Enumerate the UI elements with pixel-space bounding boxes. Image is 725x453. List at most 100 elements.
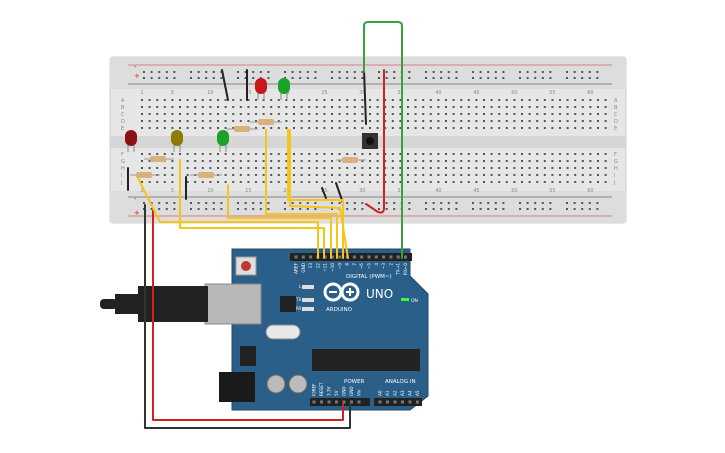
breadboard-hole [346,99,349,101]
dc-jack[interactable] [219,372,255,402]
rail-hole [331,202,333,204]
breadboard-hole [437,106,440,108]
digital-pin-socket[interactable] [294,255,298,259]
breadboard-hole [483,174,485,176]
breadboard-hole [429,167,432,169]
breadboard-hole [141,127,143,129]
power-pin-socket[interactable] [350,400,353,404]
breadboard-hole [581,153,584,155]
digital-pin-socket[interactable] [352,255,356,259]
breadboard-hole [498,174,501,176]
breadboard-hole [399,113,402,115]
breadboard-hole [262,167,265,169]
breadboard-hole [391,120,394,122]
analog-pin-socket[interactable] [416,400,419,404]
resistor-4[interactable] [130,172,160,178]
digital-pin-socket[interactable] [396,255,400,259]
power-pin-socket[interactable] [342,400,346,404]
digital-pin-socket[interactable] [389,255,393,259]
led-green-top[interactable] [278,78,290,100]
usb-port[interactable] [204,283,262,325]
power-pin-socket[interactable] [320,400,323,404]
resistor-1[interactable] [226,126,258,132]
led-red-left[interactable] [125,130,137,152]
analog-pin-socket[interactable] [408,400,412,404]
breadboard-hole [475,127,478,129]
rail-hole [432,202,435,204]
breadboard-hole [315,160,318,162]
rail-hole [385,202,388,204]
analog-pin-socket[interactable] [401,400,404,404]
digital-pin-socket[interactable] [301,255,305,259]
digital-pin-socket[interactable] [360,255,364,259]
analog-pin-socket[interactable] [393,400,397,404]
power-pin-socket[interactable] [357,400,361,404]
breadboard-hole [361,99,364,101]
rail-hole [519,71,521,73]
breadboard-hole [483,113,485,115]
column-number: 35 [397,188,403,194]
breadboard-hole [498,113,501,115]
breadboard-hole [445,127,447,129]
rail-hole [408,71,411,73]
resistor-6[interactable] [336,157,366,163]
breadboard-hole [353,113,356,115]
rail-hole [331,71,333,73]
digital-pin-socket[interactable] [367,255,371,259]
breadboard-hole [171,181,174,183]
digital-pin-socket[interactable] [382,255,386,259]
analog-pin-label: A3 [400,390,405,396]
rail-hole [487,77,490,79]
pushbutton[interactable] [362,133,378,149]
rail-hole [494,202,497,204]
breadboard-hole [300,174,303,176]
led-yellow-left[interactable] [171,130,183,152]
rail-hole [212,77,215,79]
digital-pin-socket[interactable] [404,255,407,259]
digital-pin-socket[interactable] [309,255,313,259]
breadboard-hole [597,174,599,176]
analog-pin-socket[interactable] [378,400,382,404]
analog-pin-socket[interactable] [386,400,389,404]
breadboard-hole [384,99,387,101]
breadboard-hole [589,113,592,115]
resistor-3[interactable] [144,156,174,162]
breadboard-hole [361,167,364,169]
row-letter: H [614,166,618,172]
breadboard-hole [376,106,379,108]
power-pin-socket[interactable] [327,400,331,404]
power-pin-socket[interactable] [312,400,316,404]
breadboard-hole [414,127,417,129]
breadboard-hole [429,174,432,176]
breadboard-hole [315,153,318,155]
breadboard-hole [483,120,485,122]
rail-hole [197,202,200,204]
digital-pin-label: GND [301,263,306,273]
digital-pin-socket[interactable] [338,255,342,259]
rail-hole [205,77,208,79]
digital-pin-socket[interactable] [331,255,334,259]
rail-hole [165,202,168,204]
led-red-top[interactable] [255,78,267,100]
breadboard-hole [437,167,440,169]
resistor-2[interactable] [250,119,282,125]
breadboard-hole [293,181,295,183]
breadboard-hole [483,153,485,155]
digital-pin-socket[interactable] [374,255,378,259]
breadboard-hole [346,174,349,176]
breadboard-hole [148,113,151,115]
row-letter: A [121,98,125,104]
power-pin-socket[interactable] [335,400,338,404]
digital-pin-socket[interactable] [323,255,327,259]
breadboard-hole [604,160,607,162]
breadboard-hole [300,167,303,169]
breadboard-hole [407,160,409,162]
breadboard-hole [521,167,523,169]
breadboard-hole [543,106,546,108]
breadboard-hole [308,167,311,169]
led-green-left[interactable] [217,130,229,152]
resistor-5[interactable] [190,172,222,178]
breadboard-hole [399,120,402,122]
wire-black-jumper-7 [363,69,367,125]
breadboard-hole [156,113,159,115]
